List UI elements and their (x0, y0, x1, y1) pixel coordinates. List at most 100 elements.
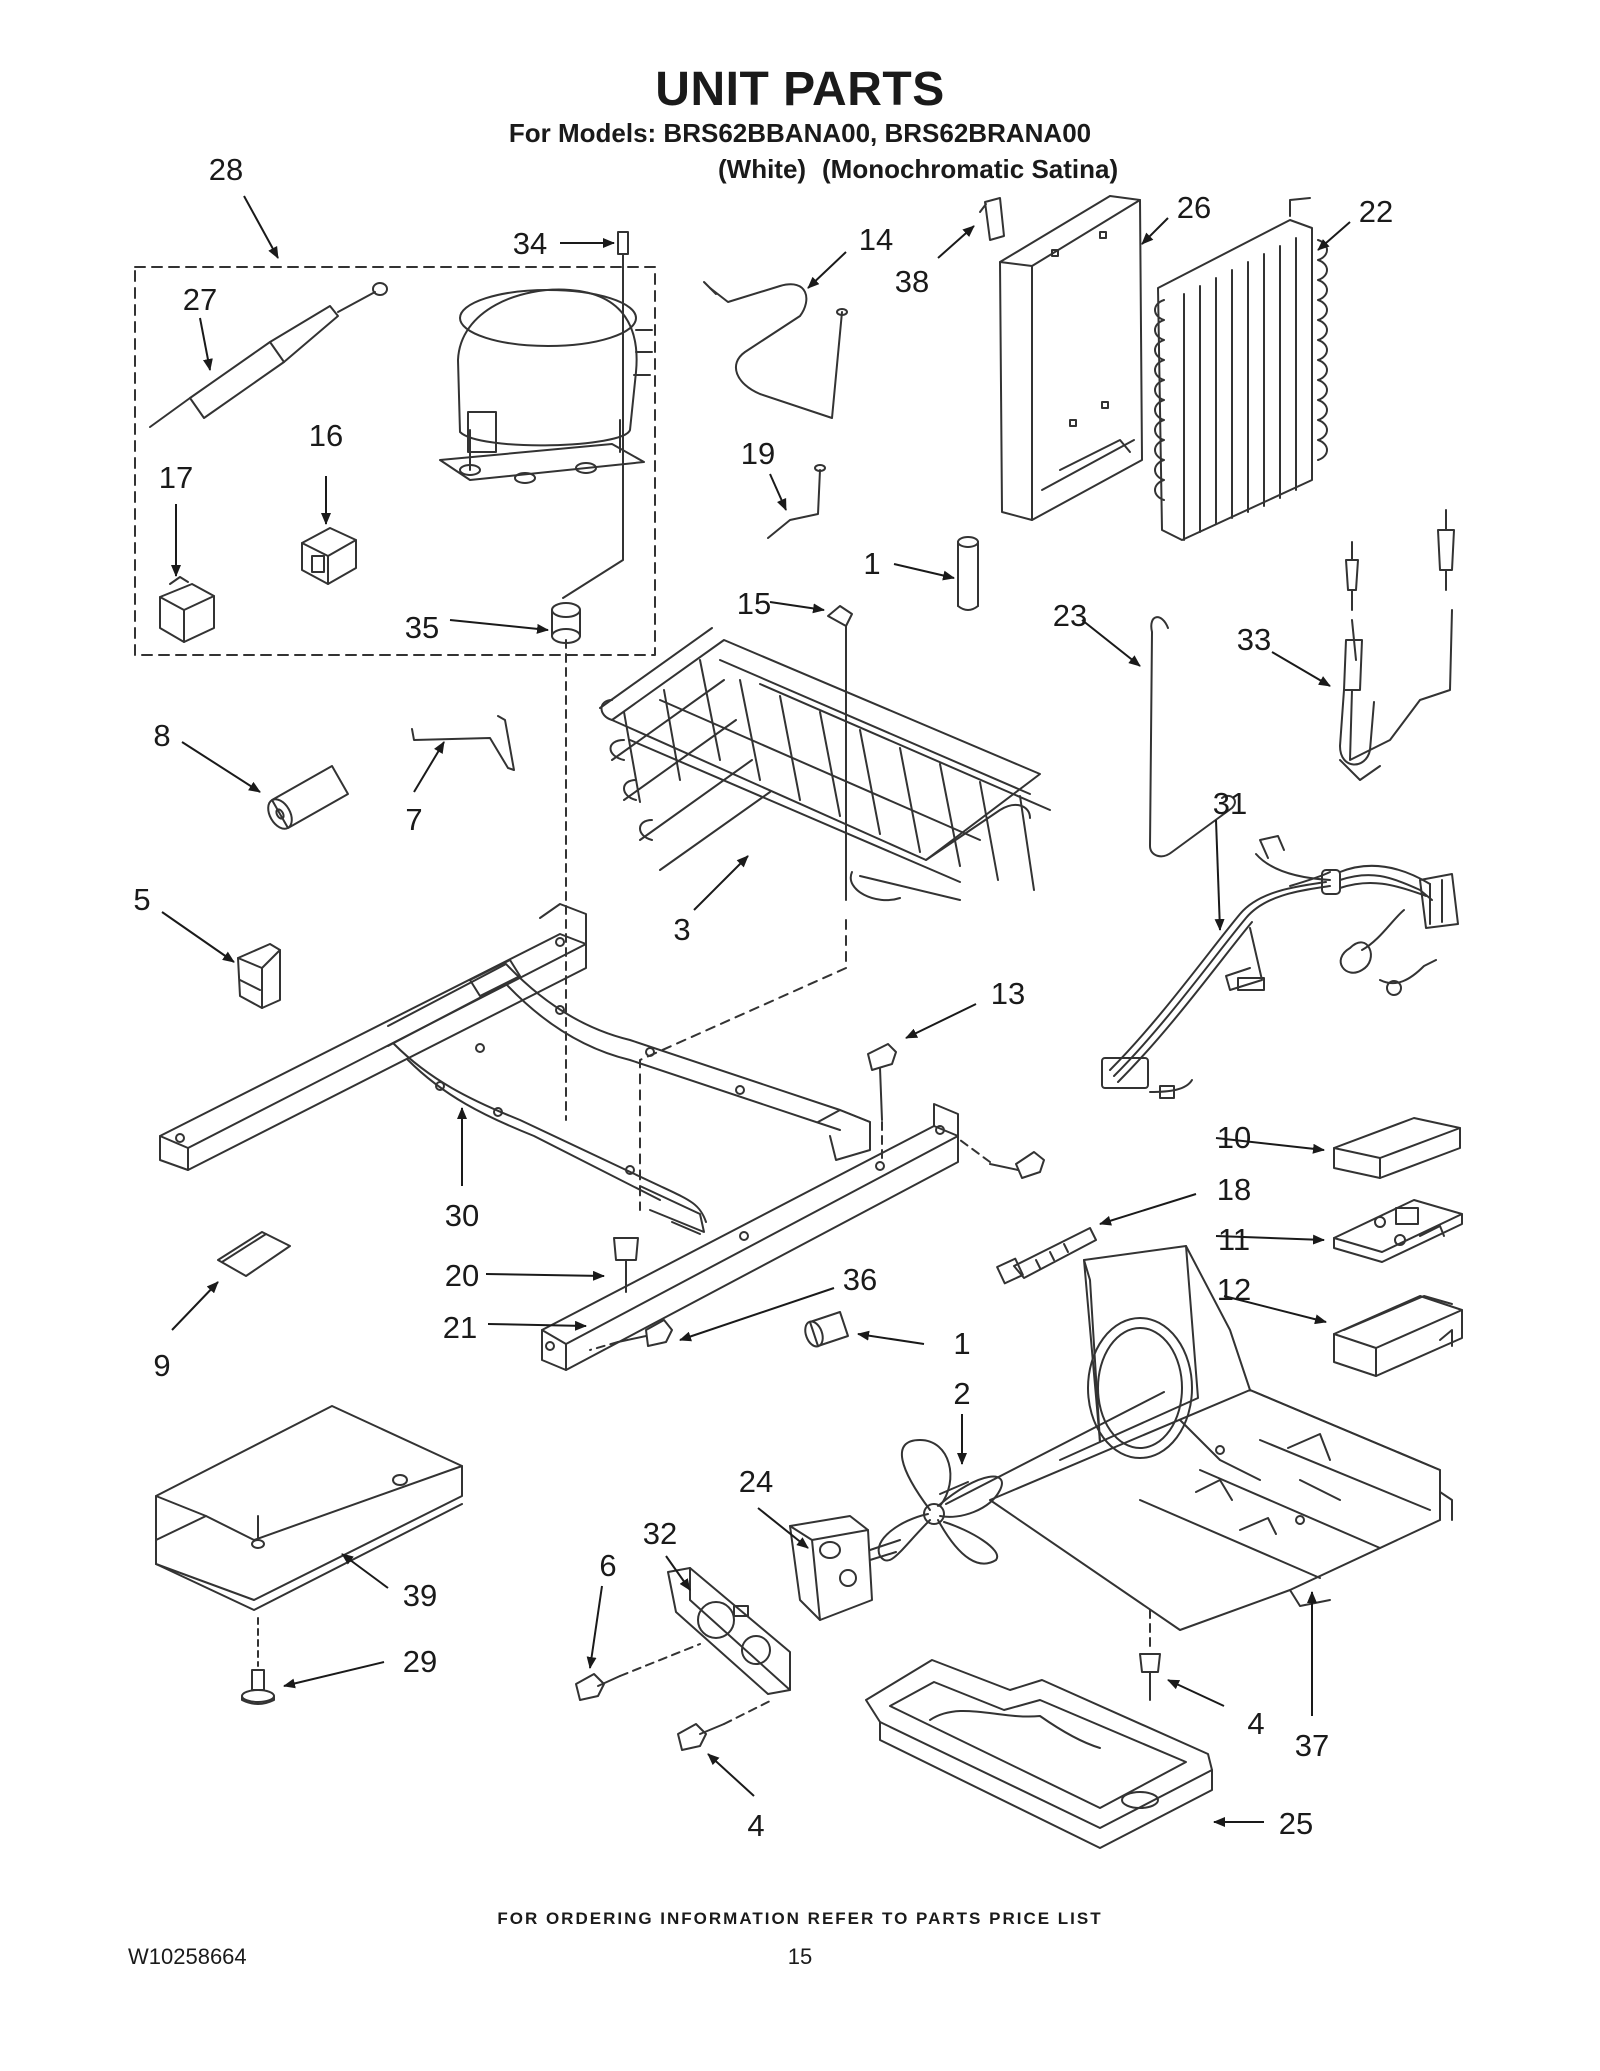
callout-32: 32 (643, 1516, 677, 1551)
leader-39 (341, 1553, 389, 1589)
callout-1-top: 1 (863, 546, 880, 581)
callout-33: 33 (1237, 622, 1271, 657)
leader-20 (485, 1270, 605, 1281)
document-number: W10258664 (128, 1944, 247, 1969)
callout-15: 15 (737, 586, 771, 621)
screw-drawing (989, 1151, 1045, 1179)
sleeve-drawing (957, 536, 979, 611)
callout-10: 10 (1217, 1120, 1251, 1155)
wire-drawing (411, 715, 515, 771)
leader-4-lower (707, 1753, 755, 1797)
callout-39: 39 (403, 1578, 437, 1613)
callout-28: 28 (209, 152, 243, 187)
callout-35: 35 (405, 610, 439, 645)
grommet-drawing (551, 602, 581, 644)
condenser-shroud-drawing (999, 195, 1143, 521)
tube-drawing (709, 283, 843, 419)
callout-13: 13 (991, 976, 1025, 1011)
leader-23 (1081, 619, 1141, 667)
mounting-rails-drawing (159, 903, 959, 1371)
callout-19: 19 (741, 436, 775, 471)
leader-12 (1223, 1295, 1327, 1325)
callout-16: 16 (309, 418, 343, 453)
fan-blade-drawing (877, 1439, 1003, 1565)
leader-10 (1215, 1137, 1325, 1154)
tube-assembly-drawing (1339, 509, 1455, 781)
leader-35 (449, 619, 549, 634)
leader-19 (769, 473, 787, 511)
screw-drawing (677, 1723, 725, 1751)
hanger-drawing (1149, 616, 1236, 858)
condenser-drawing (1154, 197, 1328, 541)
callout-38: 38 (895, 264, 929, 299)
leveling-foot-drawing (241, 1617, 275, 1705)
leader-27 (199, 317, 213, 371)
screw-drawing (613, 1237, 639, 1293)
wire-harness-drawing (1101, 835, 1459, 1099)
control-board-drawing (1333, 1199, 1463, 1263)
screw-drawing (1139, 1653, 1161, 1701)
screw-drawing (617, 1319, 673, 1347)
board-cover-drawing (1333, 1117, 1461, 1179)
callout-7: 7 (405, 802, 422, 837)
leader-38 (937, 225, 975, 259)
motor-bracket-drawing (667, 1567, 791, 1695)
leader-5 (161, 911, 235, 963)
callout-6: 6 (599, 1548, 616, 1583)
sleeve-drawing (267, 765, 349, 830)
leader-3 (693, 855, 749, 911)
callout-21: 21 (443, 1310, 477, 1345)
bracket-drawing (237, 943, 281, 1009)
clip-drawing (827, 605, 853, 627)
leader-1-top (893, 563, 955, 581)
leader-15 (769, 601, 825, 614)
machine-compartment-base-drawing (989, 1245, 1453, 1631)
leader-14 (807, 251, 847, 289)
page-title: UNIT PARTS (655, 63, 945, 116)
callout-30: 30 (445, 1198, 479, 1233)
callout-37: 37 (1295, 1728, 1329, 1763)
callout-14: 14 (859, 222, 893, 257)
ordering-info-note: FOR ORDERING INFORMATION REFER TO PARTS … (497, 1909, 1103, 1928)
control-box-drawing (1333, 1295, 1463, 1377)
callout-11: 11 (1218, 1222, 1250, 1257)
callout-2: 2 (953, 1376, 970, 1411)
leader-29 (283, 1661, 385, 1689)
leader-4-base (1167, 1679, 1225, 1707)
callout-17: 17 (159, 460, 193, 495)
leader-11 (1215, 1234, 1325, 1245)
callout-12: 12 (1217, 1272, 1251, 1307)
screw-drawing (575, 1673, 621, 1701)
callout-20: 20 (445, 1258, 479, 1293)
screw-drawing (867, 1043, 897, 1121)
callout-22: 22 (1359, 194, 1393, 229)
callout-26: 26 (1177, 190, 1211, 225)
callout-5: 5 (133, 882, 150, 917)
relay-drawing (159, 576, 215, 643)
sleeve-drawing (804, 1311, 849, 1348)
callout-3: 3 (673, 912, 690, 947)
leader-32 (665, 1555, 691, 1591)
leader-1-lower (857, 1330, 925, 1345)
callout-18: 18 (1217, 1172, 1251, 1207)
leader-6 (586, 1585, 603, 1669)
fan-motor-drawing (789, 1515, 901, 1621)
leader-28 (243, 195, 279, 259)
drain-pan-drawing (865, 1659, 1213, 1849)
callout-25: 25 (1279, 1806, 1313, 1841)
leader-33 (1271, 651, 1331, 687)
clip-drawing (979, 197, 1005, 241)
leader-18 (1099, 1193, 1197, 1226)
insulation-pad-drawing (155, 1405, 463, 1611)
leader-31 (1214, 819, 1225, 931)
callout-23: 23 (1053, 598, 1087, 633)
variant-white-label: (White) (718, 154, 807, 184)
leader-36 (679, 1287, 835, 1342)
callout-36: 36 (843, 1262, 877, 1297)
leader-21 (487, 1320, 587, 1331)
callout-27: 27 (183, 282, 217, 317)
variant-satina-label: (Monochromatic Satina) (822, 154, 1119, 184)
filter-drier-drawing (149, 282, 388, 428)
